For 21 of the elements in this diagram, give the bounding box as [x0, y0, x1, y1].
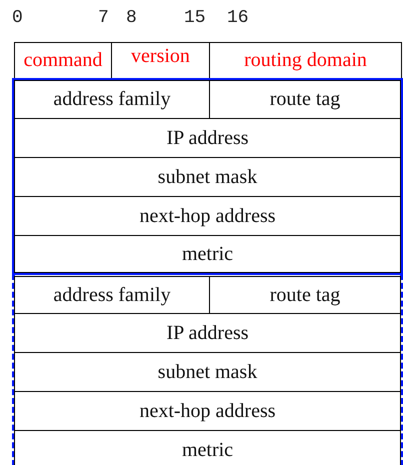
bit-number: 0 [12, 8, 23, 28]
field-cell: route tag [209, 80, 401, 119]
bit-number: 15 [184, 8, 206, 28]
bit-number: 16 [227, 8, 249, 28]
field-cell: next-hop address [14, 196, 401, 236]
field-cell: address family [14, 80, 210, 119]
field-cell: IP address [14, 313, 401, 353]
field-cell: routing domain [209, 42, 402, 79]
field-cell: metric [14, 430, 401, 465]
entry-group [12, 78, 403, 275]
field-cell: next-hop address [14, 391, 401, 431]
field-cell: metric [14, 235, 401, 273]
bit-number: 7 [98, 8, 109, 28]
bit-number: 8 [126, 8, 137, 28]
field-cell: subnet mask [14, 157, 401, 197]
entry-group [12, 274, 403, 465]
field-cell: command [14, 42, 112, 79]
field-cell: IP address [14, 118, 401, 158]
field-cell: route tag [209, 276, 401, 314]
field-cell: subnet mask [14, 352, 401, 392]
field-cell: address family [14, 276, 210, 314]
